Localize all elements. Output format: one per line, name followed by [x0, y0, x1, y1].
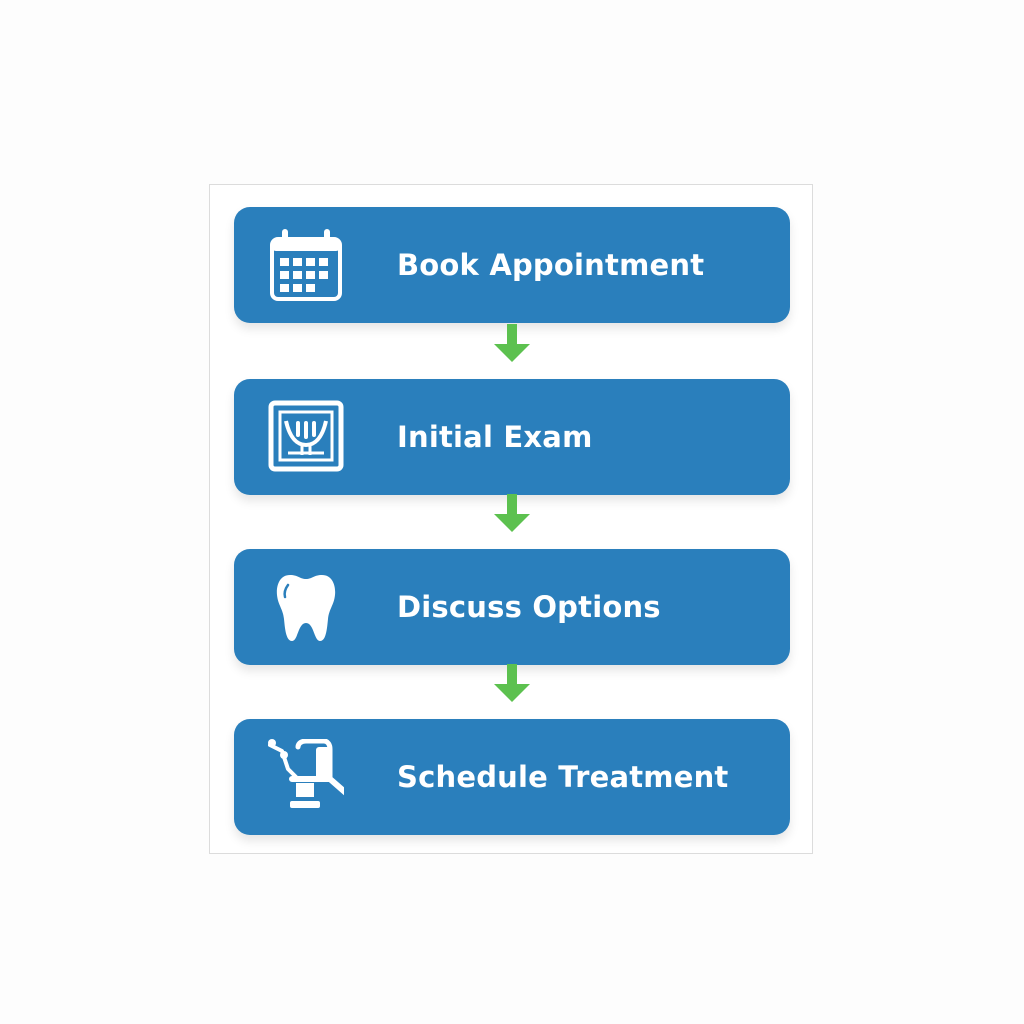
- step-label: Discuss Options: [397, 590, 661, 624]
- step-label: Initial Exam: [397, 420, 593, 454]
- calendar-icon: [268, 227, 344, 303]
- arrow-down-icon: [492, 494, 532, 534]
- step-discuss-options[interactable]: Discuss Options: [234, 549, 790, 665]
- arrow-down-icon: [492, 324, 532, 364]
- step-label: Book Appointment: [397, 248, 705, 282]
- step-schedule-treatment[interactable]: Schedule Treatment: [234, 719, 790, 835]
- tooth-icon: [268, 569, 344, 645]
- dental-chair-icon: [268, 739, 344, 815]
- arrow-down-icon: [492, 664, 532, 704]
- dental-xray-icon: [268, 399, 344, 475]
- step-initial-exam[interactable]: Initial Exam: [234, 379, 790, 495]
- step-label: Schedule Treatment: [397, 760, 729, 794]
- flow-diagram-panel: Book Appointment Initial Exam: [209, 184, 813, 854]
- step-book-appointment[interactable]: Book Appointment: [234, 207, 790, 323]
